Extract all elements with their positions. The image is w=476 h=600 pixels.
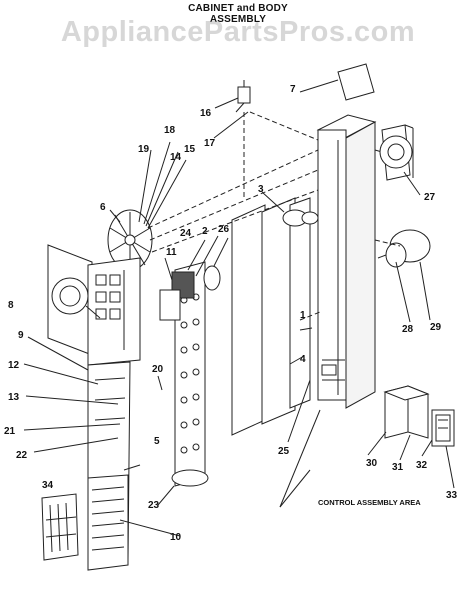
motor-assembly	[377, 229, 431, 268]
callout-33: 33	[446, 490, 458, 501]
diagram-subtitle: ASSEMBLY	[209, 14, 267, 25]
callout-29: 29	[430, 322, 442, 333]
callout-11: 11	[166, 247, 177, 258]
cabinet-body	[316, 114, 377, 409]
callout-21: 21	[4, 426, 16, 437]
callout-8: 8	[8, 300, 14, 311]
callout-14: 14	[170, 152, 182, 163]
callout-6: 6	[100, 202, 106, 213]
callout-13: 13	[8, 392, 20, 403]
lower-grille	[87, 474, 129, 571]
control-box	[383, 385, 455, 447]
callout-34: 34	[42, 480, 54, 491]
control-assembly-area-label: CONTROL ASSEMBLY AREA	[318, 498, 421, 507]
bracket	[337, 63, 375, 101]
front-shroud	[87, 257, 141, 366]
filter-panel	[41, 493, 79, 561]
callout-25: 25	[278, 446, 290, 457]
callout-26: 26	[218, 224, 230, 235]
callout-1: 1	[300, 310, 306, 321]
callout-23: 23	[148, 500, 160, 511]
callout-31: 31	[392, 462, 404, 473]
callout-labels: 1 2 3 4 5 6 7 8 9 10 11 12 13 14 15 16 1…	[4, 84, 458, 543]
callout-17: 17	[204, 138, 216, 149]
blower-housing	[379, 124, 414, 181]
callout-7: 7	[290, 84, 296, 95]
callout-20: 20	[152, 364, 164, 375]
callout-15: 15	[184, 144, 196, 155]
callout-9: 9	[18, 330, 24, 341]
fan-motor	[159, 265, 221, 321]
rear-panel	[47, 244, 93, 356]
callout-12: 12	[8, 360, 20, 371]
callout-2: 2	[202, 226, 208, 237]
callout-16: 16	[200, 108, 212, 119]
callout-18: 18	[164, 125, 176, 136]
callout-19: 19	[138, 144, 150, 155]
evaporator-coil	[171, 261, 209, 487]
callout-27: 27	[424, 192, 436, 203]
divider-panels	[231, 197, 319, 436]
diagram-title: CABINET and BODY	[188, 3, 288, 14]
switch-parts	[235, 80, 251, 113]
callout-3: 3	[258, 184, 264, 195]
callout-28: 28	[402, 324, 414, 335]
callout-10: 10	[170, 532, 182, 543]
leader-lines	[23, 79, 455, 537]
callout-22: 22	[16, 450, 28, 461]
callout-24: 24	[180, 228, 192, 239]
callout-30: 30	[366, 458, 378, 469]
callout-4: 4	[300, 354, 306, 365]
callout-5: 5	[154, 436, 160, 447]
assembly-lines	[147, 111, 401, 321]
callout-32: 32	[416, 460, 428, 471]
